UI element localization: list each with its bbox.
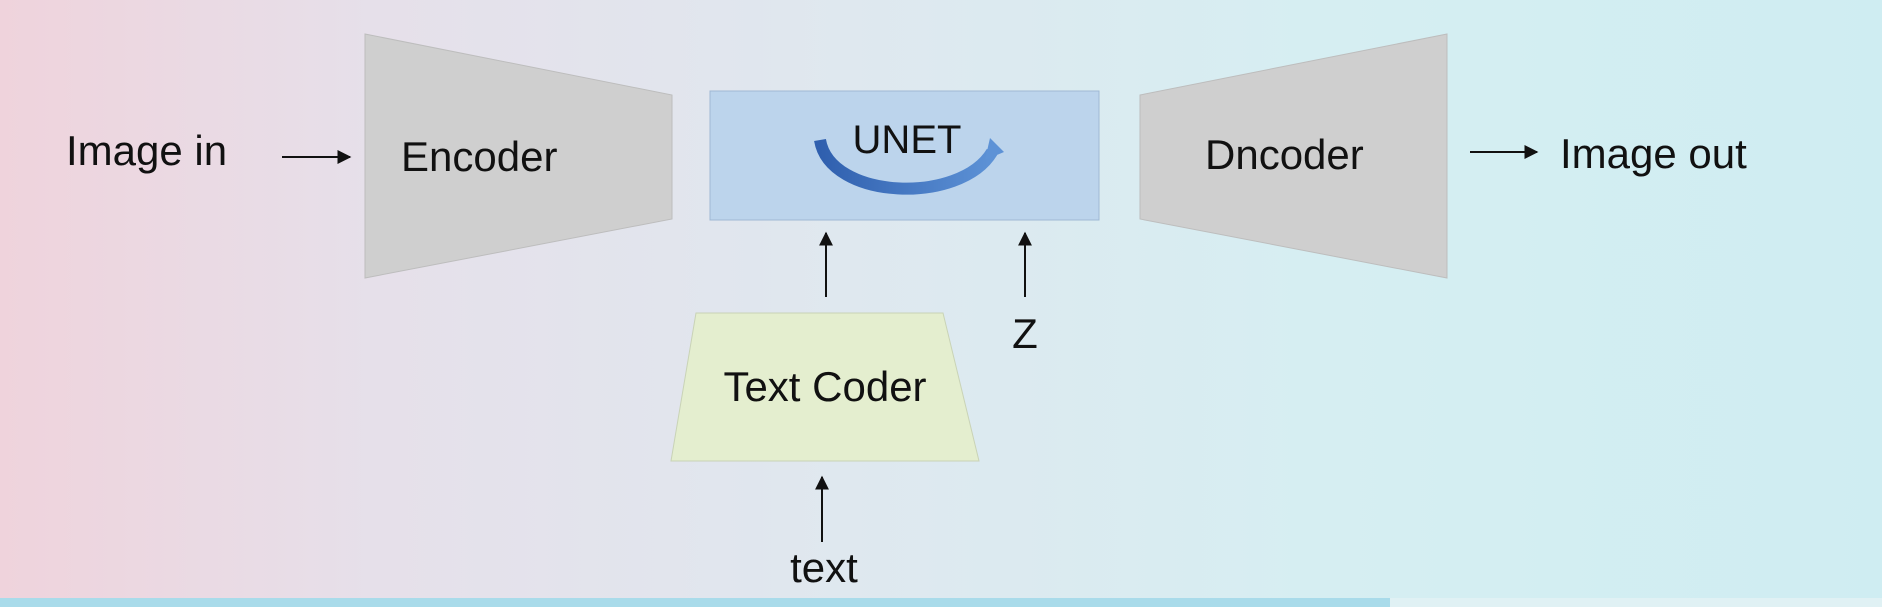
encoder-label: Encoder: [401, 133, 557, 180]
text-coder-label: Text Coder: [723, 363, 926, 410]
decoder-label: Dncoder: [1205, 131, 1364, 178]
text-coder-block: [670, 312, 980, 462]
unet-arrow-head: [985, 138, 1004, 160]
bottom-strip: [0, 598, 1390, 607]
image-in-label: Image in: [66, 127, 227, 174]
bottom-strip-right: [1390, 598, 1882, 607]
z-label: Z: [1012, 310, 1038, 357]
unet-cycle-arrow: [814, 138, 998, 195]
text-input-label: text: [790, 544, 858, 591]
unet-block: [709, 90, 1100, 221]
image-out-label: Image out: [1560, 130, 1747, 177]
encoder-block: [364, 33, 673, 279]
decoder-block: [1139, 33, 1448, 279]
unet-label: UNET: [853, 118, 962, 162]
